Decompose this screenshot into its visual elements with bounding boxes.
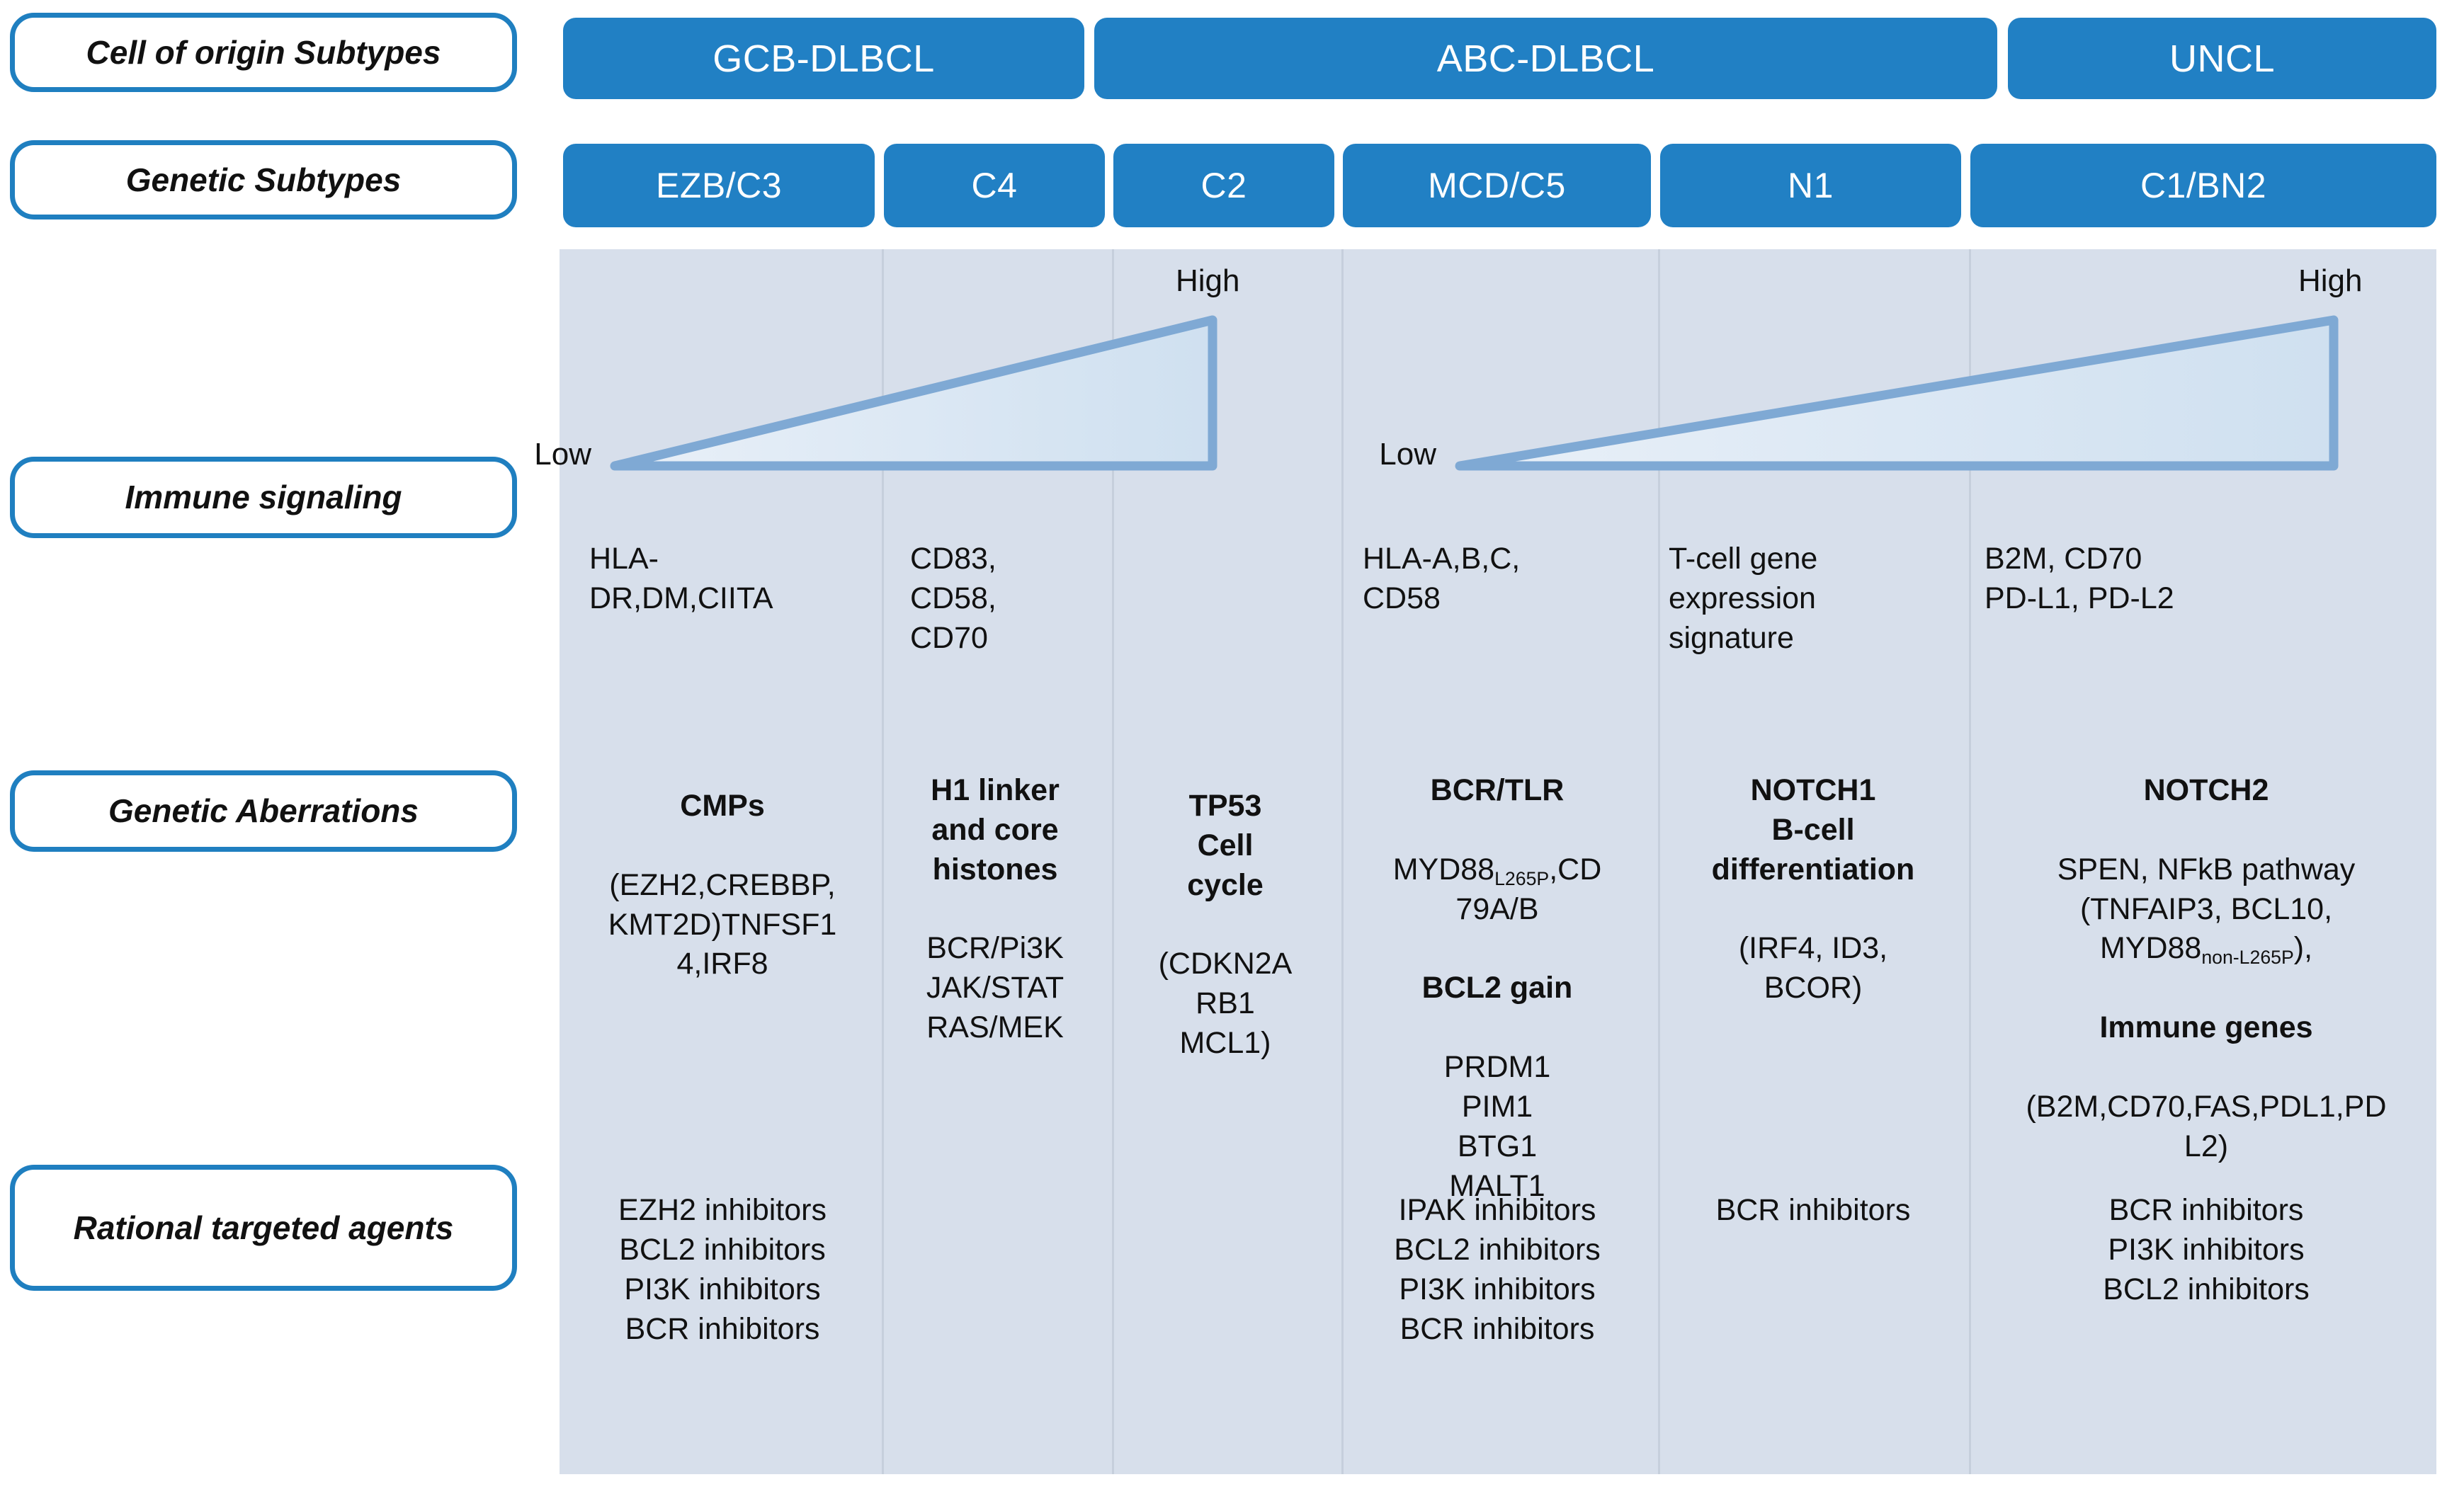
genetic-aberrations-n1-body: (IRF4, ID3, BCOR) (1738, 931, 1888, 1005)
genetic-aberrations-mcd-c5-body2: PRDM1 PIM1 BTG1 MALT1 (1443, 1050, 1551, 1203)
header-mcd-c5[interactable]: MCD/C5 (1343, 144, 1651, 227)
row-label-genetic-aberrations: Genetic Aberrations (10, 770, 517, 852)
genetic-aberrations-ezb-c3-body: (EZH2,CREBBP, KMT2D)TNFSF1 4,IRF8 (608, 867, 837, 981)
genetic-aberrations-mcd-c5-head2: BCL2 gain (1421, 971, 1573, 1005)
genetic-aberrations-c2: TP53 Cell cycle (CDKN2A RB1 MCL1) (1119, 747, 1332, 1064)
column-separator (882, 249, 884, 1474)
genetic-aberrations-c2-head: TP53 Cell cycle (1187, 788, 1264, 902)
genetic-aberrations-mcd-c5-myd88-subscript: L265P (1494, 867, 1550, 889)
genetic-aberrations-c1-bn2-myd88-subscript: non-L265P (2201, 947, 2294, 969)
row-label-cell-of-origin-subtypes: Cell of origin Subtypes (10, 13, 517, 92)
abc-immune-gradient (1454, 312, 2339, 474)
rational-agents-c1-bn2: BCR inhibitors PI3K inhibitors BCL2 inhi… (2103, 1193, 2310, 1306)
genetic-aberrations-c1-bn2-body-pre: SPEN, NFkB pathway (TNFAIP3, BCL10, MYD8… (2057, 852, 2356, 966)
column-separator (1969, 249, 1971, 1474)
column-separator (1341, 249, 1344, 1474)
genetic-aberrations-c1-bn2-head2: Immune genes (2099, 1010, 2313, 1045)
immune-signaling-c4: CD83, CD58, CD70 (910, 542, 997, 655)
header-abc-dlbcl[interactable]: ABC-DLBCL (1094, 18, 1997, 99)
genetic-aberrations-c1-bn2: NOTCH2 SPEN, NFkB pathway (TNFAIP3, BCL1… (1976, 731, 2436, 1167)
genetic-aberrations-c4-head: H1 linker and core histones (931, 772, 1060, 886)
genetic-aberrations-mcd-c5-myd88-pre: MYD88 (1392, 852, 1495, 886)
header-c1-bn2[interactable]: C1/BN2 (1970, 144, 2436, 227)
genetic-aberrations-mcd-c5-head: BCR/TLR (1430, 772, 1565, 807)
genetic-aberrations-c1-bn2-head: NOTCH2 (2143, 772, 2269, 807)
row-label-rational-targeted-agents: Rational targeted agents (10, 1165, 517, 1291)
genetic-aberrations-n1: NOTCH1 B-cell differentiation (IRF4, ID3… (1660, 731, 1966, 1008)
rational-agents-n1: BCR inhibitors (1715, 1193, 1911, 1227)
genetic-aberrations-ezb-c3-head: CMPs (680, 788, 765, 823)
header-uncl[interactable]: UNCL (2008, 18, 2436, 99)
immune-signaling-n1: T-cell gene expression signature (1669, 542, 1818, 655)
genetic-aberrations-c2-body: (CDKN2A RB1 MCL1) (1158, 947, 1293, 1061)
genetic-aberrations-mcd-c5-myd88-post: ,CD 79A/B (1455, 852, 1602, 926)
genetic-aberrations-c4: H1 linker and core histones BCR/Pi3K JAK… (889, 731, 1101, 1048)
genetic-aberrations-ezb-c3: CMPs (EZH2,CREBBP, KMT2D)TNFSF1 4,IRF8 (567, 747, 878, 984)
immune-signaling-ezb-c3: HLA- DR,DM,CIITA (589, 542, 773, 615)
gcb-immune-gradient (609, 312, 1218, 474)
column-separator (1112, 249, 1114, 1474)
genetic-aberrations-c4-body: BCR/Pi3K JAK/STAT RAS/MEK (926, 931, 1064, 1045)
immune-signaling-c1-bn2: B2M, CD70 PD-L1, PD-L2 (1985, 542, 2174, 615)
header-n1[interactable]: N1 (1660, 144, 1961, 227)
row-label-immune-signaling: Immune signaling (10, 457, 517, 538)
abc-gradient-high-label: High (2298, 263, 2363, 298)
header-gcb-dlbcl[interactable]: GCB-DLBCL (563, 18, 1084, 99)
rational-agents-mcd-c5: IPAK inhibitors BCL2 inhibitors PI3K inh… (1394, 1193, 1601, 1346)
row-label-genetic-subtypes: Genetic Subtypes (10, 140, 517, 219)
gcb-gradient-low-label: Low (534, 437, 591, 472)
header-ezb-c3[interactable]: EZB/C3 (563, 144, 875, 227)
header-c4[interactable]: C4 (884, 144, 1105, 227)
genetic-aberrations-mcd-c5: BCR/TLR MYD88L265P,CD 79A/B BCL2 gain PR… (1344, 731, 1650, 1207)
rational-agents-ezb-c3: EZH2 inhibitors BCL2 inhibitors PI3K inh… (618, 1193, 827, 1346)
gcb-gradient-high-label: High (1176, 263, 1240, 298)
immune-signaling-mcd-c5: HLA-A,B,C, CD58 (1363, 542, 1521, 615)
abc-gradient-low-label: Low (1379, 437, 1436, 472)
genetic-aberrations-n1-head: NOTCH1 B-cell differentiation (1711, 772, 1915, 886)
genetic-aberrations-c1-bn2-body-post: ), (2293, 931, 2313, 966)
column-separator (1658, 249, 1660, 1474)
genetic-aberrations-c1-bn2-body2: (B2M,CD70,FAS,PDL1,PD L2) (2026, 1090, 2387, 1163)
header-c2[interactable]: C2 (1113, 144, 1334, 227)
